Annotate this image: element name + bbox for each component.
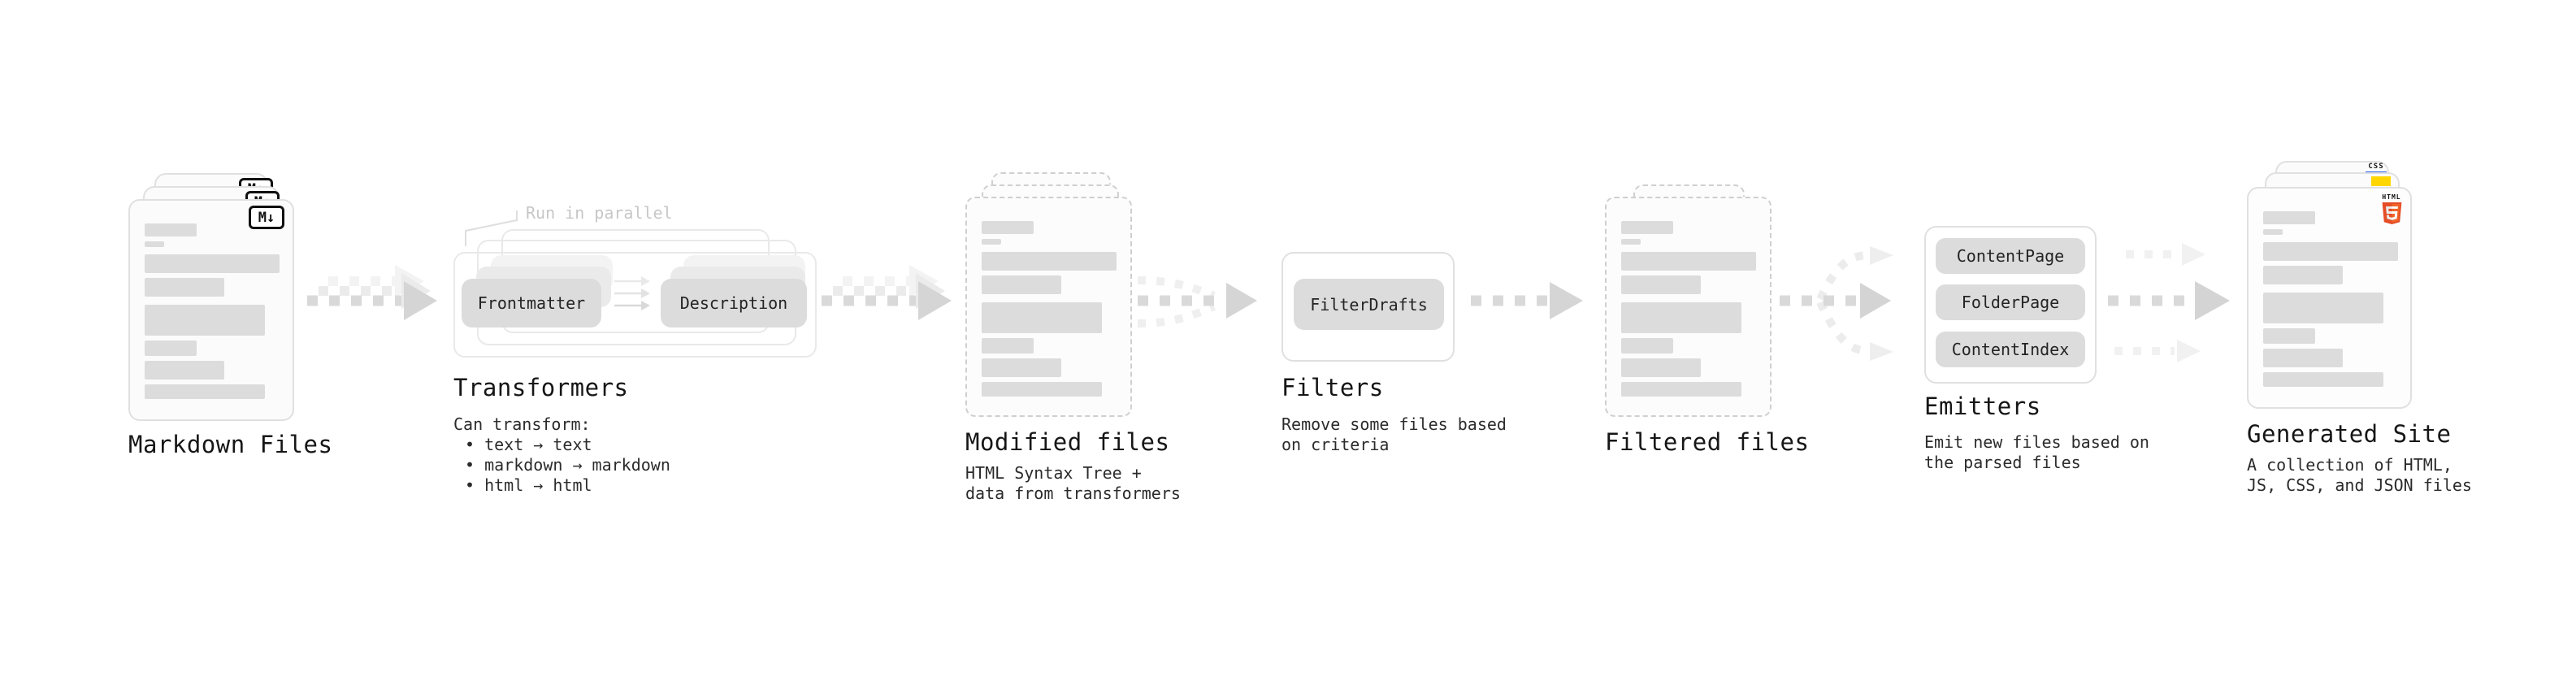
run-in-parallel-annotation: Run in parallel [526,203,673,223]
stage-label-modified-files: Modified files [965,428,1170,456]
arrows-emitters-to-generated [2108,243,2230,362]
text-line-placeholder [1621,239,1641,245]
filter-drafts-pill: FilterDrafts [1294,279,1444,330]
transformers-description: Can transform: • text → text • markdown … [453,414,670,496]
filtered-file-card [1605,197,1772,417]
transformer-frame-front [453,252,817,358]
text-line-placeholder [1621,382,1741,397]
text-line-placeholder [982,275,1061,294]
text-line-placeholder [2263,229,2283,235]
content-page-pill: ContentPage [1936,238,2085,274]
text-line-placeholder [982,338,1034,354]
text-line-placeholder [2263,293,2383,323]
text-line-placeholder [1621,275,1701,294]
arrow-markdown-to-transformers [307,265,437,320]
description-transformer-pill: Description [661,279,807,327]
text-line-placeholder [2263,211,2315,224]
text-line-placeholder [2263,242,2398,261]
text-line-placeholder [982,221,1034,234]
skeleton-text-lines [145,223,280,399]
text-line-placeholder [145,223,197,236]
text-line-placeholder [982,358,1061,377]
markdown-icon: M↓ [249,206,284,229]
stage-label-filtered-files: Filtered files [1605,428,1810,456]
generated-site-card: HTML [2247,187,2412,409]
text-line-placeholder [2263,372,2383,387]
js-file-icon [2371,176,2391,186]
text-line-placeholder [145,340,197,356]
text-line-placeholder [145,361,224,380]
text-line-placeholder [2263,349,2343,367]
text-line-placeholder [982,382,1102,397]
text-line-placeholder [2263,266,2343,284]
markdown-file-card: M↓ [128,199,294,421]
modified-files-description: HTML Syntax Tree + data from transformer… [965,463,1181,503]
text-line-placeholder [2263,328,2315,344]
text-line-placeholder [982,302,1102,333]
skeleton-text-lines [2263,211,2398,387]
arrow-filtered-to-emitters [1780,246,1893,361]
text-line-placeholder [982,239,1001,245]
stage-label-emitters: Emitters [1924,393,2041,420]
content-index-pill: ContentIndex [1936,332,2085,367]
text-line-placeholder [982,252,1117,271]
stage-label-filters: Filters [1281,374,1384,401]
stage-label-generated-site: Generated Site [2247,420,2452,448]
generated-site-description: A collection of HTML, JS, CSS, and JSON … [2247,455,2472,495]
bullet-markdown-to-markdown: • markdown → markdown [465,455,670,475]
frontmatter-transformer-pill: Frontmatter [462,279,601,327]
text-line-placeholder [145,278,224,297]
skeleton-text-lines [982,221,1117,397]
folder-page-pill: FolderPage [1936,284,2085,320]
can-transform-line: Can transform: [453,414,591,434]
stage-label-transformers: Transformers [453,374,629,401]
text-line-placeholder [1621,302,1741,333]
text-line-placeholder [145,241,164,247]
stage-label-markdown-files: Markdown Files [128,431,333,458]
text-line-placeholder [1621,358,1701,377]
arrow-transformers-to-modified [822,265,952,320]
modified-file-card [965,197,1132,417]
bullet-text-to-text: • text → text [465,435,592,454]
text-line-placeholder [145,305,265,336]
html5-shield [2382,202,2401,224]
bullet-html-to-html: • html → html [465,475,592,495]
text-line-placeholder [145,254,280,273]
skeleton-text-lines [1621,221,1756,397]
text-line-placeholder [1621,338,1673,354]
text-line-placeholder [1621,221,1673,234]
text-line-placeholder [145,384,265,399]
text-line-placeholder [1621,252,1756,271]
arrow-filters-to-filtered [1471,282,1583,319]
emitters-description: Emit new files based on the parsed files [1924,432,2149,472]
filters-description: Remove some files based on criteria [1281,414,1507,454]
arrow-modified-to-filters [1137,276,1257,327]
html5-logo-icon: HTML [2379,193,2404,228]
